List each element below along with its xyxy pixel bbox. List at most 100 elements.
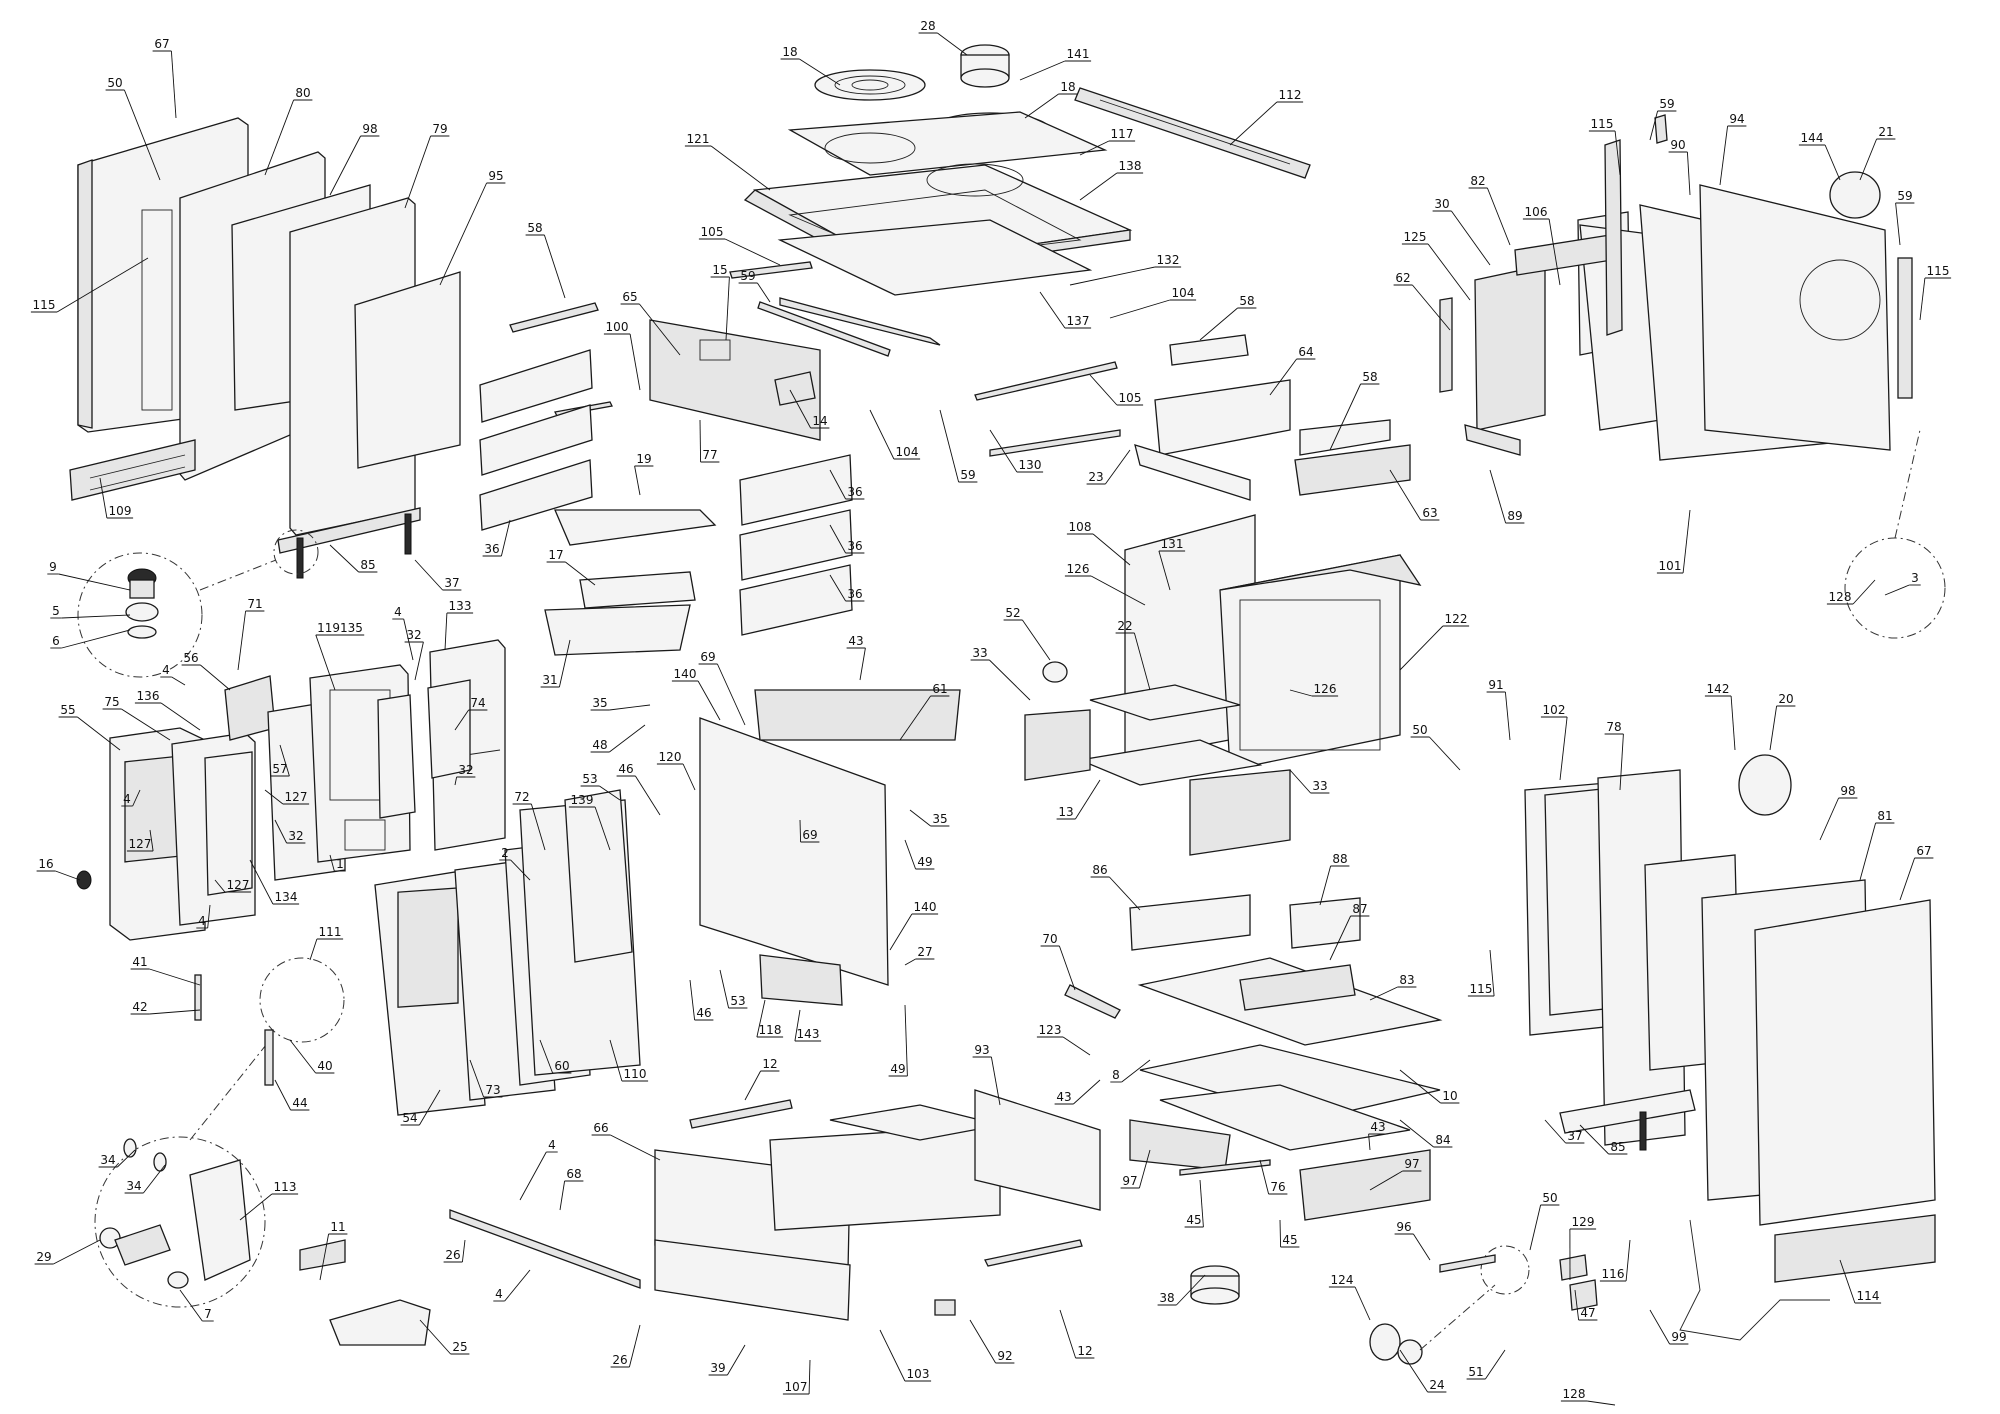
callout-number: 127 bbox=[129, 837, 152, 851]
callout-leader bbox=[628, 1324, 641, 1368]
callout-leader bbox=[989, 429, 1018, 473]
callout-leader bbox=[530, 803, 546, 851]
oven-box bbox=[1024, 514, 1422, 856]
callout-number: 98 bbox=[1840, 784, 1855, 798]
callout-leader bbox=[404, 135, 432, 209]
callout-leader bbox=[594, 806, 611, 851]
callout-leader bbox=[710, 145, 771, 191]
callout-number: 58 bbox=[527, 221, 542, 235]
callout-number: 5 bbox=[52, 604, 60, 618]
callout-leader bbox=[869, 409, 895, 460]
callout-number: 105 bbox=[1119, 391, 1142, 405]
callout-leader bbox=[565, 561, 596, 586]
callout-number: 82 bbox=[1470, 174, 1485, 188]
callout-number: 117 bbox=[1111, 127, 1134, 141]
callout-number: 49 bbox=[917, 855, 932, 869]
callout-leader bbox=[727, 1344, 746, 1376]
callout-leader bbox=[899, 695, 931, 741]
callout-number: 130 bbox=[1019, 458, 1042, 472]
callout-number: 88 bbox=[1332, 852, 1347, 866]
callout-leader bbox=[1289, 769, 1311, 794]
callout-number: 4 bbox=[548, 1138, 556, 1152]
callout-leader bbox=[1369, 1170, 1403, 1191]
callout-number: 137 bbox=[1067, 314, 1090, 328]
callout-number: 21 bbox=[1878, 125, 1893, 139]
callout-leader bbox=[1919, 277, 1926, 321]
callout-number: 30 bbox=[1434, 197, 1449, 211]
callout-number: 26 bbox=[445, 1248, 460, 1262]
callout-number: 47 bbox=[1580, 1306, 1595, 1320]
callout-number: 74 bbox=[470, 696, 485, 710]
callout-leader bbox=[1399, 1349, 1428, 1393]
callout-number: 114 bbox=[1857, 1289, 1880, 1303]
callout-number: 12 bbox=[762, 1057, 777, 1071]
callout-number: 4 bbox=[123, 792, 131, 806]
callout-number: 39 bbox=[710, 1361, 725, 1375]
callout-leader bbox=[609, 704, 651, 711]
callout-number: 22 bbox=[1117, 619, 1132, 633]
callout-leader bbox=[414, 559, 443, 591]
callout-number: 59 bbox=[740, 269, 755, 283]
callout-number: 77 bbox=[702, 448, 717, 462]
callout-number: 33 bbox=[972, 646, 987, 660]
callout-number: 100 bbox=[606, 320, 629, 334]
callout-leader bbox=[725, 276, 730, 341]
callout-leader bbox=[239, 1193, 273, 1221]
callout-leader bbox=[634, 465, 641, 496]
callout-leader bbox=[909, 809, 931, 827]
callout-leader bbox=[1319, 865, 1332, 906]
callout-leader bbox=[1719, 125, 1729, 186]
callout-leader bbox=[1039, 291, 1066, 329]
callout-leader bbox=[1451, 210, 1491, 266]
callout-number: 131 bbox=[1161, 537, 1184, 551]
callout-leader bbox=[454, 776, 458, 786]
center-rails bbox=[509, 261, 1121, 457]
callout-number: 36 bbox=[847, 539, 862, 553]
callout-leader bbox=[444, 612, 448, 651]
callout-number: 78 bbox=[1606, 720, 1621, 734]
callout-leader bbox=[1412, 284, 1451, 331]
callout-number: 69 bbox=[700, 650, 715, 664]
callout-number: 35 bbox=[932, 812, 947, 826]
callout-number: 112 bbox=[1279, 88, 1302, 102]
callout-number: 13 bbox=[1058, 805, 1073, 819]
left-side-panels bbox=[69, 117, 461, 579]
callout-leader bbox=[1022, 619, 1051, 661]
callout-leader bbox=[1089, 374, 1118, 406]
center-door-frames bbox=[374, 689, 961, 1316]
callout-leader bbox=[1730, 695, 1736, 751]
callout-number: 123 bbox=[1039, 1023, 1062, 1037]
callout-leader bbox=[1859, 822, 1877, 881]
callout-number: 59 bbox=[960, 468, 975, 482]
callout-leader bbox=[1092, 533, 1131, 566]
callout-leader bbox=[1413, 1233, 1431, 1261]
callout-number: 50 bbox=[1412, 723, 1427, 737]
callout-number: 51 bbox=[1468, 1365, 1483, 1379]
callout-leader bbox=[329, 544, 359, 573]
callout-number: 79 bbox=[432, 122, 447, 136]
callout-leader bbox=[1059, 1309, 1077, 1359]
callout-leader bbox=[559, 1180, 566, 1211]
callout-leader bbox=[1859, 138, 1878, 181]
callout-leader bbox=[1158, 550, 1171, 591]
callout-leader bbox=[1895, 202, 1901, 246]
callout-number: 97 bbox=[1122, 1174, 1137, 1188]
callout-leader bbox=[639, 303, 681, 356]
callout-number: 32 bbox=[288, 829, 303, 843]
callout-leader bbox=[829, 574, 846, 602]
callout-number: 32 bbox=[458, 763, 473, 777]
callout-number: 76 bbox=[1270, 1180, 1285, 1194]
callout-leader bbox=[1429, 736, 1461, 771]
callout-leader bbox=[1138, 1149, 1151, 1189]
callout-leader bbox=[61, 614, 131, 619]
callout-leader bbox=[419, 1089, 441, 1126]
callout-number: 44 bbox=[292, 1096, 307, 1110]
callout-number: 92 bbox=[997, 1349, 1012, 1363]
callout-leader bbox=[1625, 1239, 1631, 1282]
callout-leader bbox=[1399, 625, 1444, 671]
left-firebox-door-group bbox=[76, 639, 506, 941]
callout-number: 132 bbox=[1157, 253, 1180, 267]
callout-number: 55 bbox=[60, 703, 75, 717]
callout-leader bbox=[1559, 716, 1568, 781]
callout-leader bbox=[789, 389, 811, 429]
